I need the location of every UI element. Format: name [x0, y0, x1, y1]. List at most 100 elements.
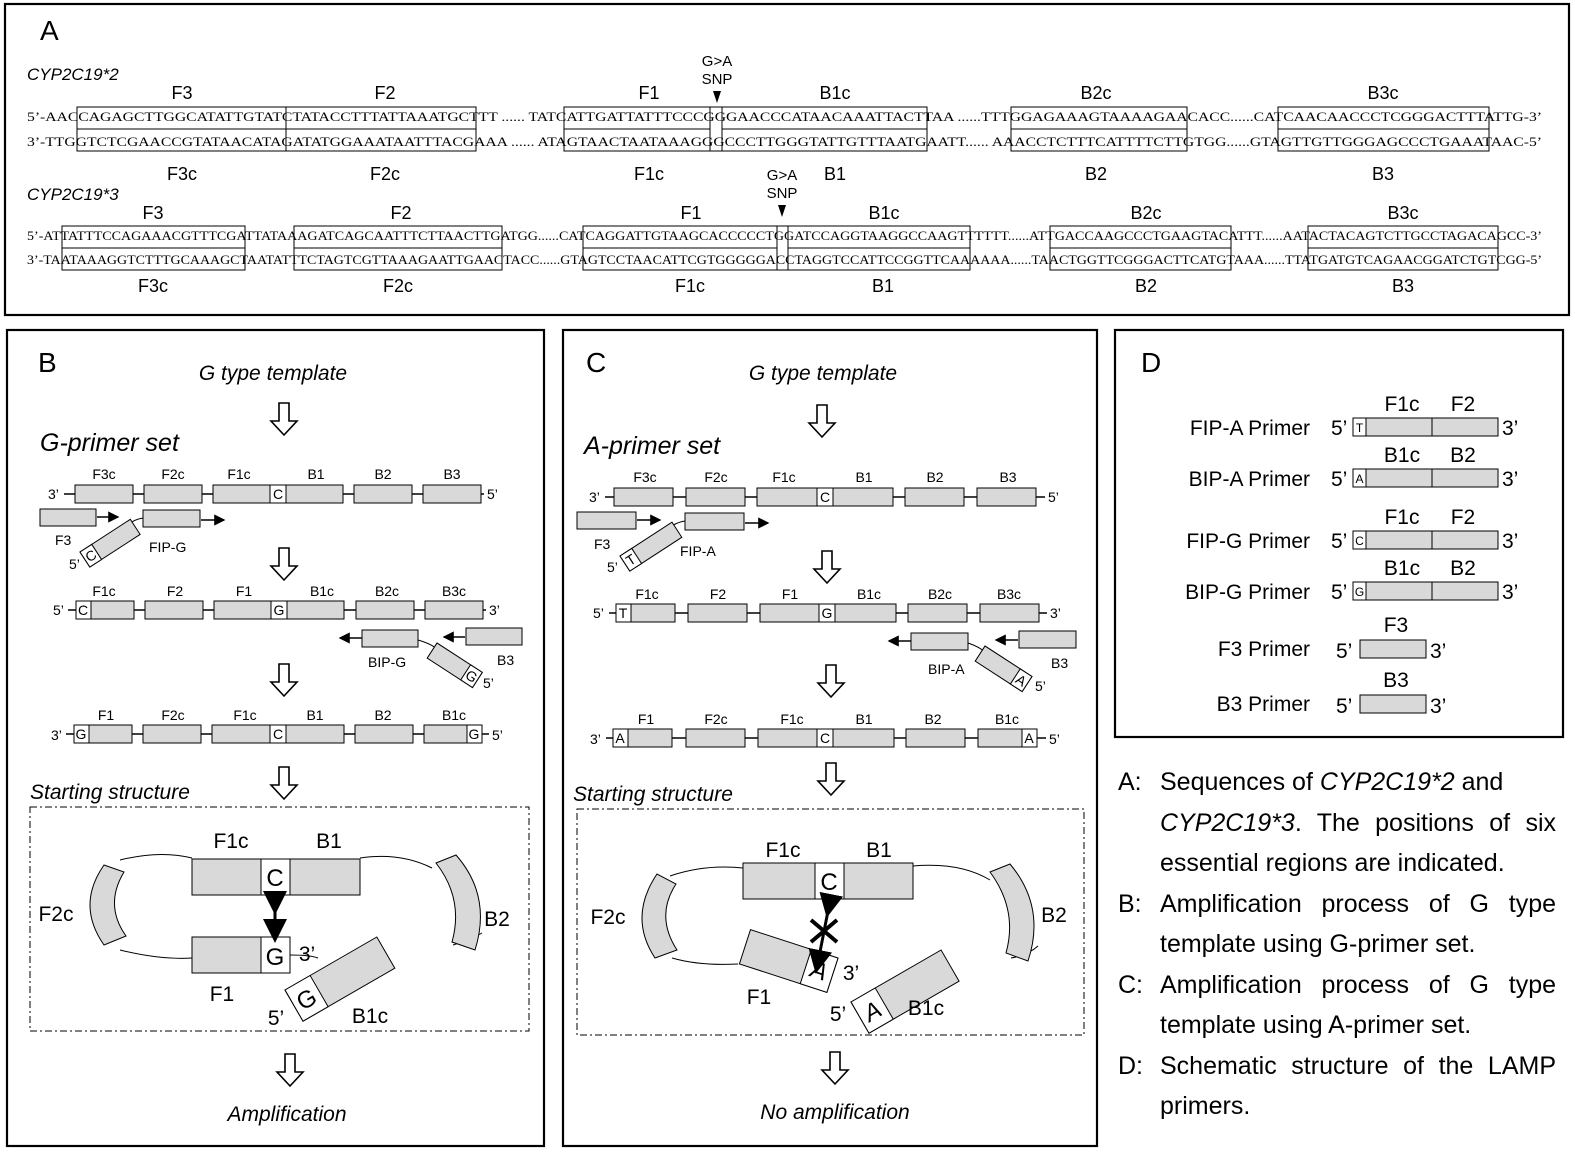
svg-text:5’: 5’ — [483, 675, 494, 691]
svg-text:F2c: F2c — [161, 707, 184, 723]
panel-a-frame — [3, 2, 1571, 317]
svg-text:F3: F3 — [594, 536, 611, 552]
svg-text:B1c: B1c — [868, 203, 899, 223]
primer-5prime: 5’ — [1331, 581, 1347, 604]
panel-c-label: C — [586, 347, 606, 378]
primer-region-2: B2 — [1450, 444, 1476, 467]
cyp2-region-boxes — [76, 106, 1490, 152]
primer-snp-base — [1352, 530, 1367, 550]
svg-text:B1: B1 — [872, 276, 894, 296]
svg-text:F2: F2 — [167, 583, 184, 599]
svg-text:F1: F1 — [680, 203, 701, 223]
primer-snp-base — [1352, 417, 1367, 437]
svg-text:B3: B3 — [1372, 164, 1394, 184]
panel-c-starting: Starting structure — [573, 783, 733, 806]
svg-text:T: T — [619, 605, 628, 621]
panel-b-template: G type template — [199, 362, 347, 385]
svg-text:A: A — [1024, 730, 1034, 746]
svg-text:F2c: F2c — [704, 469, 727, 485]
primer-base-label: A — [1355, 472, 1363, 486]
svg-text:5’: 5’ — [492, 727, 503, 743]
svg-text:B3: B3 — [497, 652, 514, 668]
svg-text:FIP-A: FIP-A — [680, 543, 716, 559]
c-strand-2: 5’ 3’ T G F1c F2 F1 B1c B2c B3c — [593, 586, 1077, 694]
svg-text:B1c: B1c — [995, 711, 1019, 727]
svg-text:F2c: F2c — [161, 466, 184, 482]
svg-text:B2c: B2c — [1080, 83, 1111, 103]
legend-item-b: B: Amplification process of G type — [1118, 889, 1556, 918]
svg-text:F1: F1 — [236, 583, 253, 599]
panel-b-result: Amplification — [225, 1103, 346, 1126]
arrow-down-icon — [270, 766, 298, 800]
svg-text:B1: B1 — [316, 830, 342, 853]
legend-item-c: C: Amplification process of G type — [1118, 970, 1556, 999]
svg-text:B1c: B1c — [819, 83, 850, 103]
panel-d-frame — [1113, 328, 1565, 739]
arrow-down-icon — [276, 1053, 304, 1087]
svg-text:F2c: F2c — [704, 711, 727, 727]
c-strand-3: 3’ 5’ A C A F1 F2c F1c B1 B2 B1c — [590, 711, 1060, 748]
svg-text:5’: 5’ — [830, 1003, 846, 1026]
primer-5prime: 5’ — [1336, 640, 1352, 663]
svg-text:F2c: F2c — [38, 903, 73, 926]
svg-text:B1: B1 — [855, 711, 872, 727]
svg-text:F2: F2 — [374, 83, 395, 103]
svg-text:3’: 3’ — [51, 727, 62, 743]
svg-text:C: C — [78, 602, 88, 618]
primer-3prime: 3’ — [1430, 695, 1446, 718]
snp-label-1a: G>A — [702, 53, 732, 70]
svg-text:B2: B2 — [1085, 164, 1107, 184]
svg-text:B1: B1 — [824, 164, 846, 184]
b-structure-frame — [29, 806, 530, 1032]
svg-text:F2c: F2c — [370, 164, 400, 184]
svg-text:F3: F3 — [142, 203, 163, 223]
svg-text:F1c: F1c — [772, 469, 795, 485]
svg-text:F1: F1 — [638, 711, 655, 727]
primer-snp-base — [1352, 581, 1367, 601]
svg-text:5’: 5’ — [607, 559, 618, 575]
primer-bar — [1352, 530, 1499, 550]
svg-text:B1: B1 — [866, 839, 892, 862]
arrow-down-icon — [817, 762, 845, 796]
primer-5prime: 5’ — [1336, 695, 1352, 718]
svg-text:3’: 3’ — [489, 602, 500, 618]
panel-d-label: D — [1141, 347, 1161, 378]
svg-text:F1: F1 — [638, 83, 659, 103]
legend-item-a: A: Sequences of CYP2C19*2 and — [1118, 768, 1504, 796]
primer-region-2: B2 — [1450, 557, 1476, 580]
blocked-x-icon — [809, 918, 839, 944]
svg-text:B1c: B1c — [908, 997, 944, 1020]
svg-text:C: C — [820, 489, 830, 505]
arrow-down-icon — [270, 402, 298, 436]
snp-marker-1 — [713, 91, 721, 103]
primer-region-1: B1c — [1384, 444, 1420, 467]
b-strand-2: 5’ 3’ C G F1c F2 F1 B1c B2c B3c — [53, 583, 523, 691]
svg-text:FIP-G: FIP-G — [149, 539, 186, 555]
primer-region-1: F1c — [1384, 393, 1419, 416]
svg-text:3’: 3’ — [589, 489, 600, 505]
svg-text:C: C — [820, 730, 830, 746]
snp-marker-2 — [778, 205, 786, 217]
svg-text:B2: B2 — [1135, 276, 1157, 296]
svg-text:5’: 5’ — [268, 1007, 284, 1030]
primer-region-1: B1c — [1384, 557, 1420, 580]
svg-text:5’: 5’ — [69, 556, 80, 572]
svg-text:3’: 3’ — [48, 486, 59, 502]
svg-text:B1: B1 — [306, 707, 323, 723]
svg-text:C: C — [820, 869, 837, 896]
svg-text:B2c: B2c — [1130, 203, 1161, 223]
svg-text:F1c: F1c — [213, 830, 248, 853]
svg-text:B1c: B1c — [352, 1005, 388, 1028]
c-dumbbell-structure: C A A F1c B1 F2c B2 F1 3’ 5’ B1c — [590, 839, 1067, 1034]
svg-text:B1: B1 — [307, 466, 324, 482]
svg-text:F3c: F3c — [92, 466, 115, 482]
svg-text:F1: F1 — [210, 983, 235, 1006]
primer-bar — [1359, 639, 1427, 659]
arrow-down-icon — [821, 1051, 849, 1085]
svg-text:5’: 5’ — [1049, 731, 1060, 747]
panel-c: C G type template A-primer set 3’ 5’ C F… — [561, 328, 1099, 1148]
panel-c-frame — [561, 328, 1099, 1148]
svg-text:B1c: B1c — [310, 583, 334, 599]
panel-b-frame — [5, 328, 546, 1148]
cyp2-top-seq: 5’-AACCAGAGCTTGGCATATTGTATCTATACCTTTATTA… — [27, 110, 1542, 124]
